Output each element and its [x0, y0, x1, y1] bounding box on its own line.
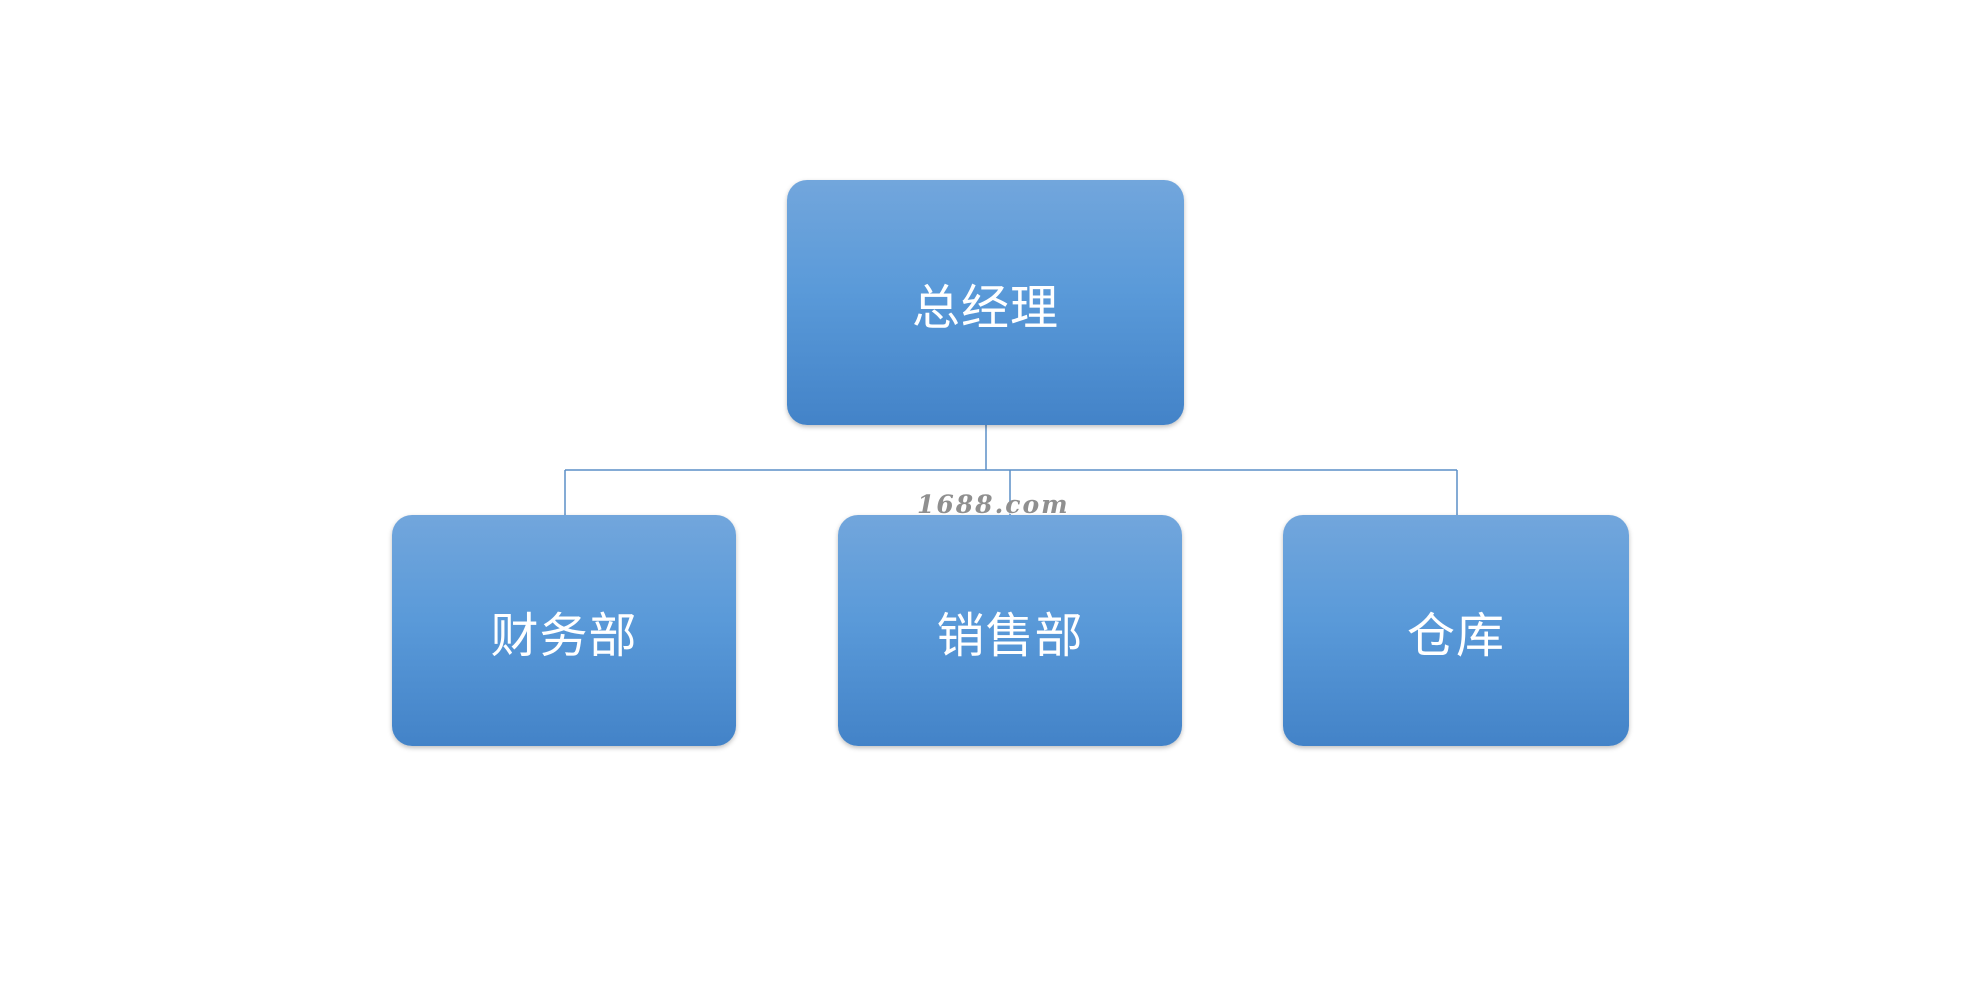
child-node-warehouse[interactable]: 仓库 [1283, 515, 1629, 746]
child-node-label-finance: 财务部 [490, 607, 638, 664]
watermark: 1688.com [917, 490, 1070, 519]
root-node-general-manager[interactable]: 总经理 [787, 180, 1184, 425]
child-node-label-sales: 销售部 [936, 607, 1084, 664]
child-node-sales[interactable]: 销售部 [838, 515, 1182, 746]
root-node-label: 总经理 [911, 279, 1059, 336]
child-node-finance[interactable]: 财务部 [392, 515, 736, 746]
child-node-label-warehouse: 仓库 [1406, 607, 1505, 664]
